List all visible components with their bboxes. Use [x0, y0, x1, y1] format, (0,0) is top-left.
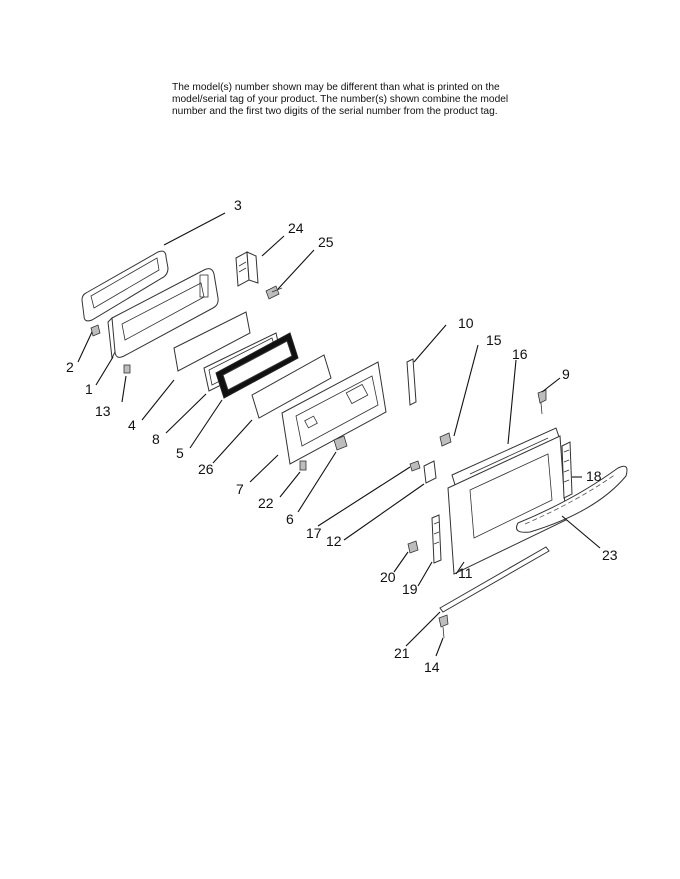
callout-15: 15 — [486, 332, 502, 348]
callout-20: 20 — [380, 569, 396, 585]
part-inner-door-frame — [107, 268, 219, 360]
callout-14: 14 — [424, 659, 440, 675]
callout-1: 1 — [85, 381, 93, 397]
callout-6: 6 — [286, 511, 294, 527]
part-side-bracket-18 — [561, 441, 573, 499]
part-clip-22 — [299, 460, 307, 471]
part-glass-panel-26 — [251, 354, 332, 419]
callout-4: 4 — [128, 417, 136, 433]
part-glass-panel-4 — [173, 311, 251, 372]
model-number-notice: The model(s) number shown may be differe… — [172, 82, 532, 118]
callout-10: 10 — [458, 315, 474, 331]
part-glass-pack-5 — [215, 332, 299, 399]
callout-labels: 3 24 25 2 1 13 4 8 5 26 7 22 6 10 15 16 … — [66, 197, 618, 675]
part-side-bracket-19 — [431, 514, 442, 564]
notice-line-2: model/serial tag of your product. The nu… — [172, 94, 509, 105]
part-screw-6 — [333, 435, 348, 451]
callout-2: 2 — [66, 359, 74, 375]
callout-13: 13 — [95, 403, 111, 419]
callout-25: 25 — [318, 234, 334, 250]
part-hinge-bracket — [235, 251, 259, 287]
callout-26: 26 — [198, 461, 214, 477]
part-gasket — [81, 250, 169, 322]
callout-17: 17 — [306, 525, 322, 541]
part-screw-2 — [90, 324, 101, 337]
callout-5: 5 — [176, 445, 184, 461]
callout-16: 16 — [512, 346, 528, 362]
callout-21: 21 — [394, 645, 410, 661]
callout-12: 12 — [326, 533, 342, 549]
part-screw-15 — [439, 432, 452, 447]
notice-line-1: The model(s) number shown may be differe… — [172, 82, 500, 93]
callout-19: 19 — [402, 581, 418, 597]
part-outer-door-panel — [281, 361, 387, 465]
notice-line-3: number and the first two digits of the s… — [172, 106, 498, 117]
part-hinge-hardware — [409, 460, 437, 484]
part-screw-20 — [407, 540, 419, 554]
part-screw-25 — [265, 285, 283, 300]
callout-24: 24 — [288, 220, 304, 236]
part-bottom-trim — [439, 546, 550, 613]
callout-3: 3 — [234, 197, 242, 213]
callout-8: 8 — [152, 431, 160, 447]
callout-18: 18 — [586, 468, 602, 484]
callout-23: 23 — [602, 547, 618, 563]
part-door-handle — [516, 465, 628, 533]
part-clip-13 — [123, 364, 131, 374]
callout-11: 11 — [458, 565, 473, 581]
callout-9: 9 — [562, 366, 570, 382]
callout-22: 22 — [258, 495, 274, 511]
part-screw-14 — [438, 614, 449, 639]
part-screw-9 — [537, 389, 547, 415]
leader-lines — [77, 212, 601, 657]
part-hinge-10 — [406, 358, 417, 406]
callout-7: 7 — [236, 481, 244, 497]
